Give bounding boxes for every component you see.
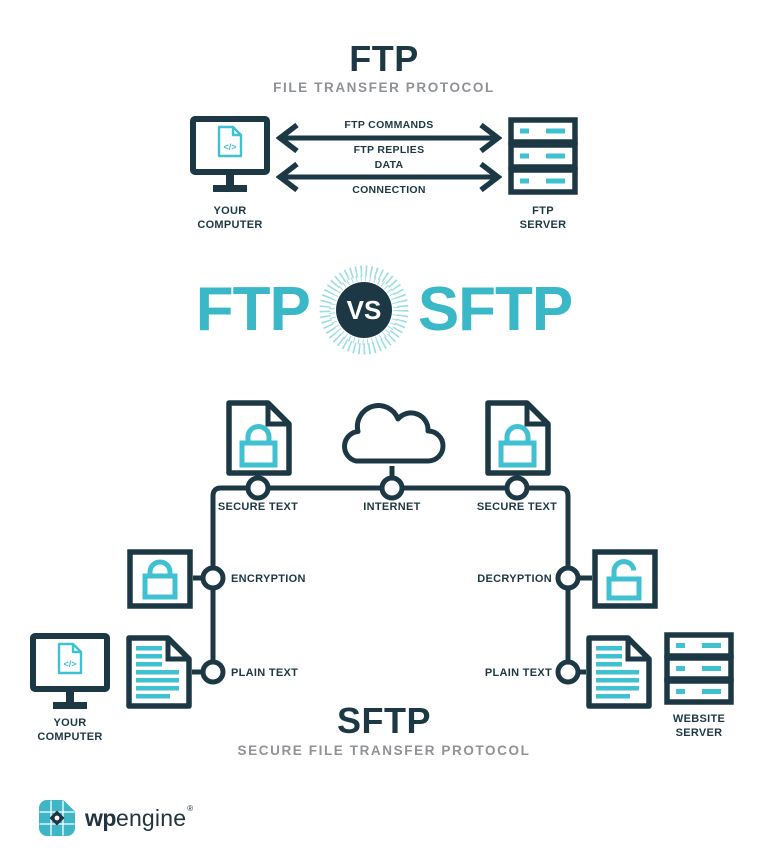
wp-engine-logo-icon (39, 800, 75, 836)
encryption-label: ENCRYPTION (231, 573, 306, 585)
versus-row: FTP VS SFTP (0, 262, 768, 358)
secure-document-icon-right (485, 400, 551, 476)
lock-open-icon (606, 559, 642, 601)
sftp-subtitle: SECURE FILE TRANSFER PROTOCOL (237, 743, 531, 758)
registered-mark: ® (187, 804, 194, 813)
secure-document-icon-left (226, 400, 292, 476)
arrow2-top-label: DATA (374, 159, 404, 171)
node-encryption (200, 565, 226, 591)
versus-left-word: FTP (195, 275, 311, 344)
double-arrow-data-connection (276, 161, 502, 193)
internet-label: INTERNET (363, 501, 421, 513)
node-secure-right (504, 475, 530, 501)
lock-closed-icon (498, 424, 537, 468)
code-document-icon: </> (217, 125, 243, 158)
arrow1-top-label: FTP COMMANDS (344, 119, 434, 131)
arrow2-bottom-label: CONNECTION (352, 184, 426, 196)
versus-right-word: SFTP (417, 275, 573, 344)
decryption-lock-box-icon (592, 549, 658, 609)
arrow1-bottom-label: FTP REPLIES (353, 144, 425, 156)
ftp-title: FTP (349, 38, 419, 79)
ftp-server-label: FTP SERVER (519, 205, 567, 231)
cloud-internet-icon (342, 403, 446, 464)
website-server-label: WEBSITE SERVER (672, 713, 726, 739)
node-secure-left (245, 475, 271, 501)
code-document-icon: </> (57, 642, 83, 675)
brand-bold: wp (85, 805, 116, 831)
computer-monitor-icon-bottom: </> (30, 633, 110, 709)
plain-text-document-icon-right (586, 635, 652, 709)
lock-closed-icon (142, 559, 178, 600)
plain-text-left-label: PLAIN TEXT (231, 667, 299, 679)
wp-engine-brand: wp engine ® (38, 799, 193, 837)
code-glyph: </> (63, 659, 76, 669)
website-server-icon (664, 632, 734, 705)
lock-closed-icon (239, 424, 278, 468)
node-plain-left (200, 659, 226, 685)
vs-badge-icon: VS (319, 265, 409, 355)
encryption-lock-box-icon (127, 549, 193, 609)
plain-text-right-label: PLAIN TEXT (484, 667, 552, 679)
secure-text-left-label: SECURE TEXT (217, 501, 299, 513)
ftp-server-icon (508, 117, 578, 195)
sftp-title: SFTP (336, 700, 431, 741)
wp-engine-wordmark: wp engine ® (85, 799, 193, 837)
double-arrows-icon (276, 122, 502, 193)
secure-text-right-label: SECURE TEXT (476, 501, 558, 513)
code-glyph: </> (223, 142, 236, 152)
your-computer-label: YOUR COMPUTER (197, 205, 263, 231)
node-decryption (555, 565, 581, 591)
plain-text-document-icon-left (126, 635, 192, 709)
brand-rest: engine (115, 805, 187, 831)
decryption-label: DECRYPTION (477, 573, 552, 585)
node-internet (379, 475, 405, 501)
vs-badge-text: VS (346, 295, 381, 325)
double-arrow-commands-replies (276, 122, 502, 154)
your-computer-bottom-label: YOUR COMPUTER (37, 717, 103, 743)
computer-monitor-icon: </> (190, 116, 270, 192)
ftp-subtitle: FILE TRANSFER PROTOCOL (273, 80, 495, 95)
node-plain-right (555, 659, 581, 685)
